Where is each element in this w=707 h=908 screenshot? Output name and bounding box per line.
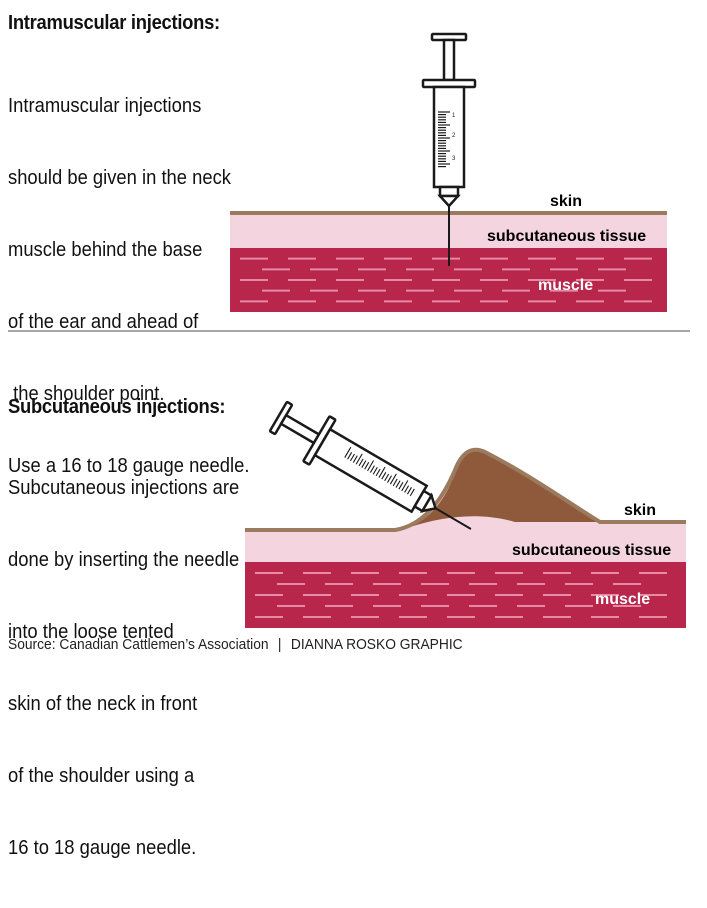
graduation-tick [395, 480, 401, 488]
skin-line [245, 447, 686, 532]
syringe-graduations [438, 111, 450, 168]
graduation-tick [401, 480, 409, 492]
graduation-tick [398, 482, 404, 490]
syringe-angled-icon [268, 400, 472, 530]
muscle-label: muscle [595, 591, 650, 608]
muscle-stripes [240, 257, 652, 303]
subcutaneous-diagram: skin subcutaneous tissue muscle [245, 400, 686, 628]
graduation-tick [361, 460, 367, 468]
subcutaneous-line: skin of the neck in front [8, 693, 198, 715]
intramuscular-description: Intramuscular injections should be given… [8, 46, 249, 526]
graduation-tick [384, 473, 390, 482]
subcutaneous-line: Subcutaneous injections are [8, 477, 240, 499]
intramuscular-line: of the ear and ahead of [8, 311, 199, 333]
syringe-graduations [344, 446, 415, 497]
graduation-tick [389, 473, 397, 485]
graphic-credit: DIANNA ROSKO GRAPHIC [290, 636, 463, 653]
credit-separator: | [277, 636, 282, 653]
muscle-stripes [255, 572, 667, 618]
syringe-mark: 1 [452, 113, 456, 119]
graduation-tick [392, 478, 398, 487]
syringe-vertical-icon [421, 32, 477, 208]
graduation-tick [349, 453, 355, 462]
skin-label: skin [550, 193, 582, 210]
intramuscular-line: the shoulder point. [8, 383, 165, 405]
subcutaneous-line: 16 to 18 gauge needle. [8, 837, 197, 859]
graduation-tick [404, 485, 410, 493]
subcutaneous-heading: Subcutaneous injections: [8, 396, 226, 418]
graduation-tick [344, 446, 352, 458]
syringe-mark: 3 [452, 156, 456, 162]
subcutaneous-label: subcutaneous tissue [512, 542, 671, 559]
subcutaneous-line: into the loose tented [8, 621, 174, 643]
graduation-tick [387, 475, 392, 483]
graduation-tick [375, 468, 381, 477]
intramuscular-heading: Intramuscular injections: [8, 12, 220, 34]
graduation-tick [369, 465, 375, 473]
graduation-tick [378, 466, 386, 478]
skin-label: skin [624, 502, 656, 519]
intramuscular-line: Intramuscular injections [8, 95, 202, 117]
intramuscular-diagram: 1 2 3 skin subcutaneous tissue muscle [230, 32, 667, 312]
graduation-tick [347, 452, 353, 460]
graduation-tick [409, 488, 415, 497]
subcutaneous-label: subcutaneous tissue [487, 228, 646, 245]
injection-diagrams: 1 2 3 skin subcutaneous tissue muscle [8, 32, 690, 628]
subcutaneous-line: done by inserting the needle [8, 549, 240, 571]
graduation-tick [358, 458, 364, 467]
graduation-tick [406, 487, 412, 495]
graduation-tick [367, 460, 375, 472]
intramuscular-line: Use a 16 to 18 gauge needle. [8, 455, 250, 477]
muscle-label: muscle [538, 277, 593, 294]
graduation-tick [355, 453, 363, 465]
graduation-tick [372, 467, 378, 475]
graduation-tick [352, 455, 358, 463]
syringe-mark: 2 [452, 133, 456, 139]
intramuscular-line: muscle behind the base [8, 239, 203, 261]
graduation-tick [364, 462, 370, 470]
source-credit: Source: Canadian Cattlemen’s Association… [8, 636, 463, 653]
source-text: Source: Canadian Cattlemen’s Association [8, 636, 269, 653]
subcutaneous-line: of the shoulder using a [8, 765, 195, 787]
needle [435, 507, 472, 530]
intramuscular-line: should be given in the neck [8, 167, 232, 189]
graduation-tick [381, 472, 387, 480]
